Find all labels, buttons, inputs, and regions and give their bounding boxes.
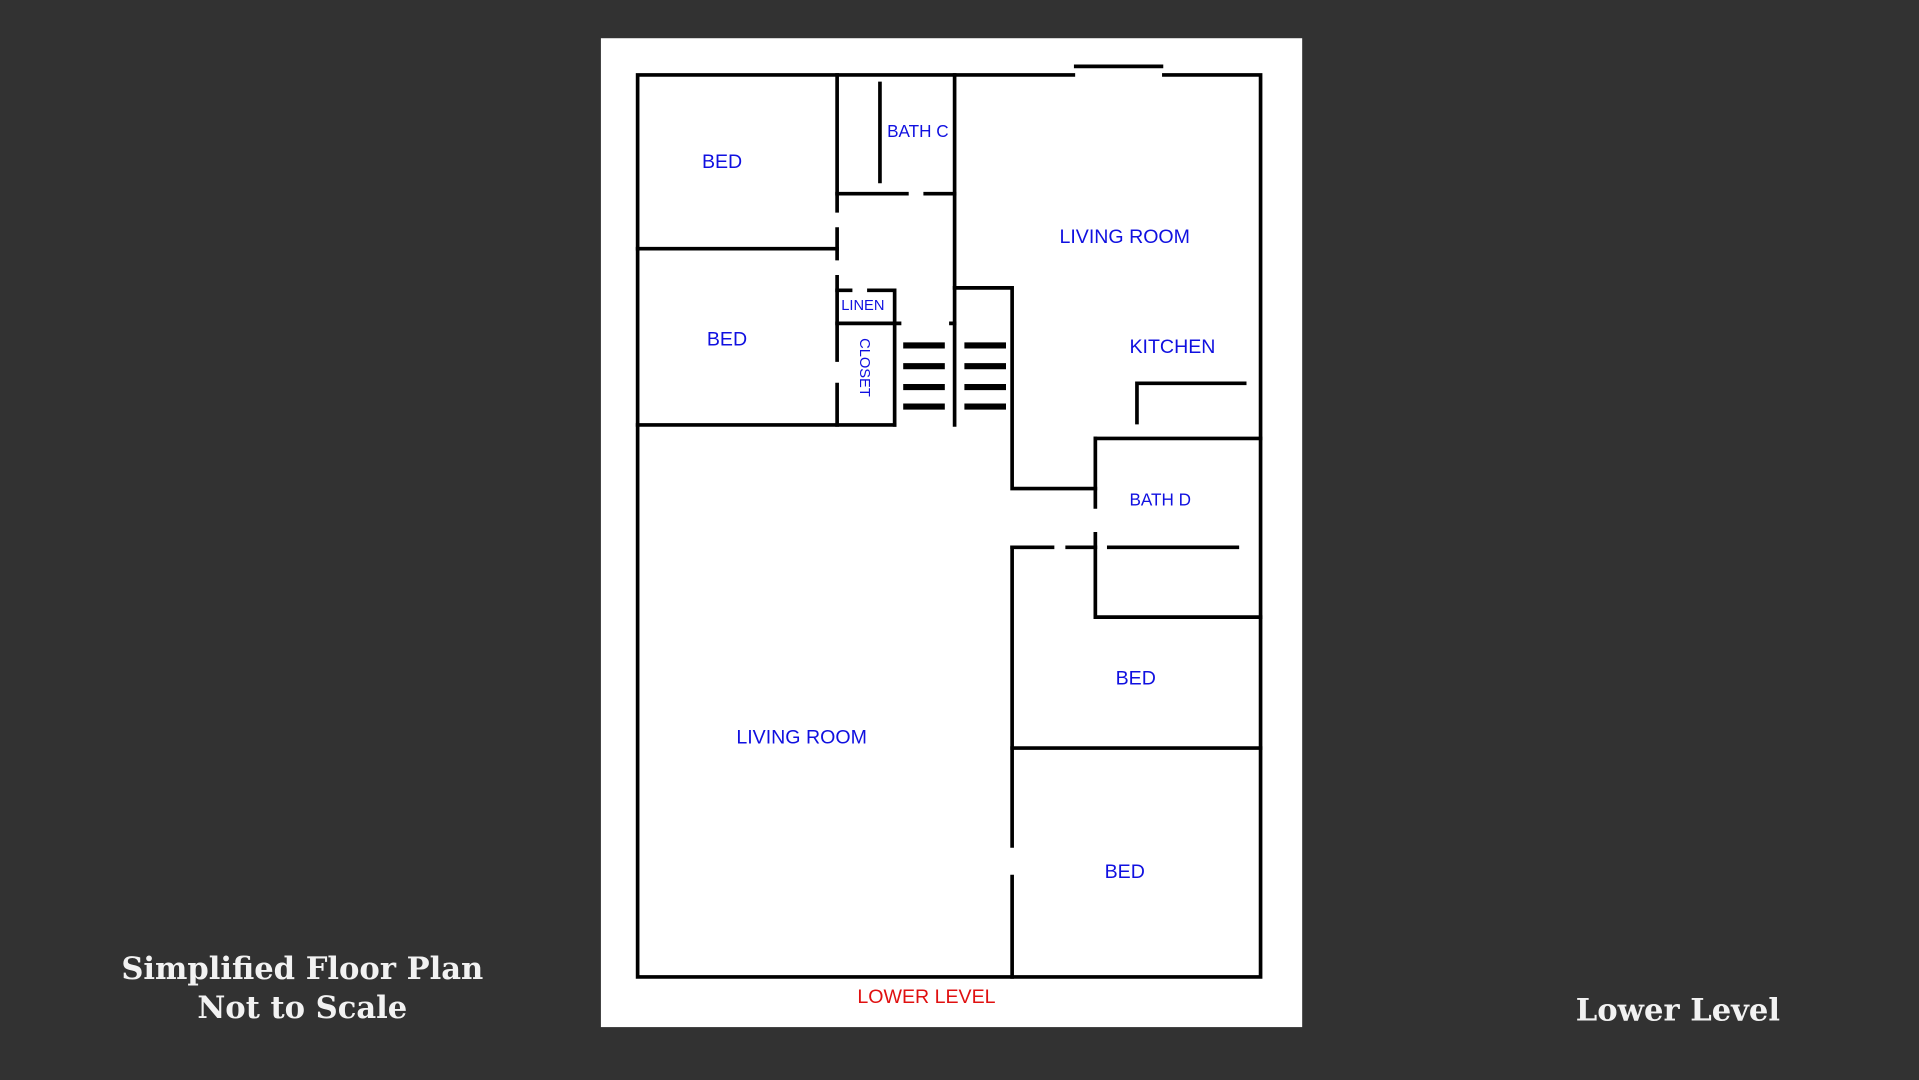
plan-footer-label: LOWER LEVEL	[857, 986, 995, 1008]
walls	[635, 64, 1263, 979]
room-label-bath-d: BATH D	[1129, 489, 1191, 509]
room-label-living-room: LIVING ROOM	[1059, 226, 1190, 248]
room-label-bed: BED	[707, 329, 747, 351]
room-label-bed: BED	[1105, 861, 1145, 883]
stairs	[903, 342, 1007, 410]
room-label-bed: BED	[1116, 668, 1156, 690]
room-label-bath-c: BATH C	[887, 121, 949, 141]
room-label-closet: CLOSET	[856, 338, 872, 397]
room-label-linen: LINEN	[841, 298, 884, 314]
room-label-living-room: LIVING ROOM	[736, 726, 867, 748]
room-label-kitchen: KITCHEN	[1129, 336, 1215, 358]
room-label-bed: BED	[702, 151, 742, 173]
caption-title: Simplified Floor Plan	[121, 951, 483, 987]
plan-paper	[600, 38, 1303, 1028]
level-title: Lower Level	[1576, 992, 1780, 1028]
caption-subtitle: Not to Scale	[197, 990, 407, 1026]
